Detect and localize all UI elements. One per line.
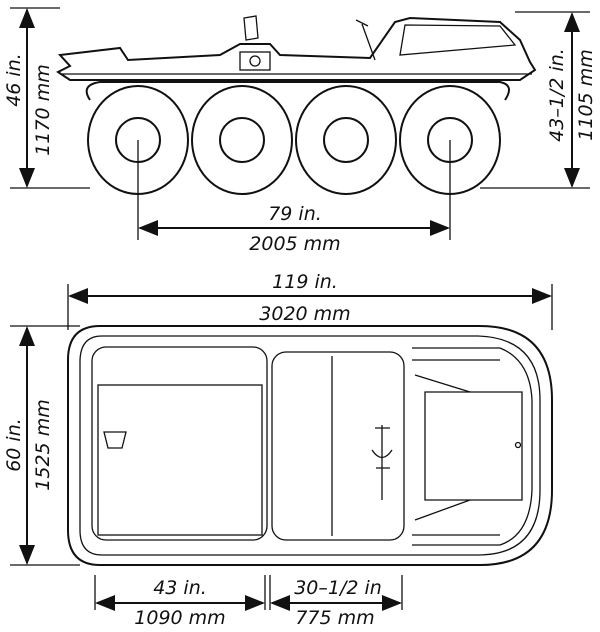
handle-icon bbox=[103, 431, 127, 449]
steering-lever bbox=[355, 19, 376, 61]
rear-section-in: 43 in. bbox=[153, 577, 207, 599]
vehicle-body-side bbox=[56, 16, 537, 81]
width-in: 60 in. bbox=[3, 418, 25, 472]
height-left-in: 46 in. bbox=[3, 53, 25, 107]
wheelbase-in: 79 in. bbox=[268, 203, 322, 225]
front-section-mm: 775 mm bbox=[295, 607, 374, 629]
seat-back bbox=[243, 15, 259, 41]
vehicle-body-top bbox=[67, 325, 553, 566]
top-view: 119 in. 3020 mm 60 in. 1525 mm 43 in. 10… bbox=[3, 271, 553, 629]
side-view: 46 in. 1170 mm 43–1/2 in. 1105 mm 79 in.… bbox=[3, 7, 597, 255]
height-left-mm: 1170 mm bbox=[32, 64, 54, 155]
height-right-mm: 1105 mm bbox=[575, 49, 597, 140]
rear-cargo-area bbox=[91, 346, 268, 541]
width-mm: 1525 mm bbox=[32, 399, 54, 490]
hitch-icon bbox=[239, 51, 271, 71]
length-mm: 3020 mm bbox=[259, 303, 350, 325]
length-in: 119 in. bbox=[272, 271, 338, 293]
wheels bbox=[87, 85, 501, 195]
rear-section-mm: 1090 mm bbox=[134, 607, 225, 629]
front-seat-area bbox=[271, 351, 405, 541]
height-right-in: 43–1/2 in. bbox=[546, 48, 568, 142]
wheelbase-mm: 2005 mm bbox=[249, 233, 340, 255]
engine-hood bbox=[412, 347, 533, 546]
steering-handlebar-icon bbox=[371, 425, 393, 500]
front-section-in: 30–1/2 in bbox=[294, 577, 382, 599]
